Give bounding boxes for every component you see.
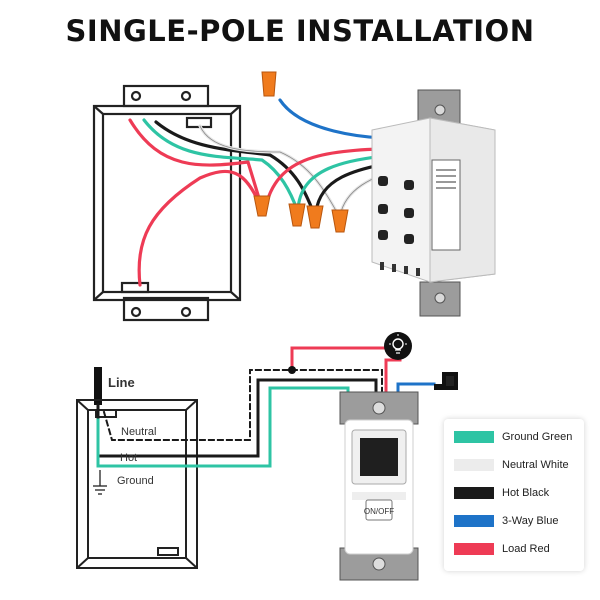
hot-label: Hot (120, 452, 137, 464)
legend-item-load: Load Red (454, 541, 550, 557)
legend-item-hot: Hot Black (454, 485, 549, 501)
load-swatch (454, 543, 494, 555)
light-bulb-icon (384, 332, 412, 360)
legend-item-neutral: Neutral White (454, 457, 569, 473)
neutral-junction-dot (288, 366, 296, 374)
legend-item-three-way: 3-Way Blue (454, 513, 558, 529)
ground-label: Ground (117, 475, 154, 487)
legend-item-ground: Ground Green (454, 429, 572, 445)
timer-switch-device (371, 89, 496, 317)
ground-swatch (454, 431, 494, 443)
ground-symbol-icon (93, 470, 107, 495)
wire-color-legend: Ground Green Neutral White Hot Black 3-W… (444, 419, 584, 571)
three-way-swatch (454, 515, 494, 527)
top-illustration (92, 71, 496, 322)
hot-swatch (454, 487, 494, 499)
top-wires (128, 98, 412, 287)
line-label: Line (108, 375, 135, 390)
neutral-label: Neutral (121, 426, 156, 438)
junction-box (92, 84, 242, 322)
bottom-schematic: Line (76, 332, 458, 581)
neutral-swatch (454, 459, 494, 471)
line-conduit (94, 367, 102, 405)
three-way-switch-icon (434, 372, 458, 390)
wire-nuts (253, 71, 349, 233)
timer-switch-front: ON/OFF (339, 391, 419, 581)
page-title: SINGLE-POLE INSTALLATION (65, 14, 535, 48)
onoff-button-label: ON/OFF (364, 507, 394, 516)
schematic-box (76, 399, 198, 569)
